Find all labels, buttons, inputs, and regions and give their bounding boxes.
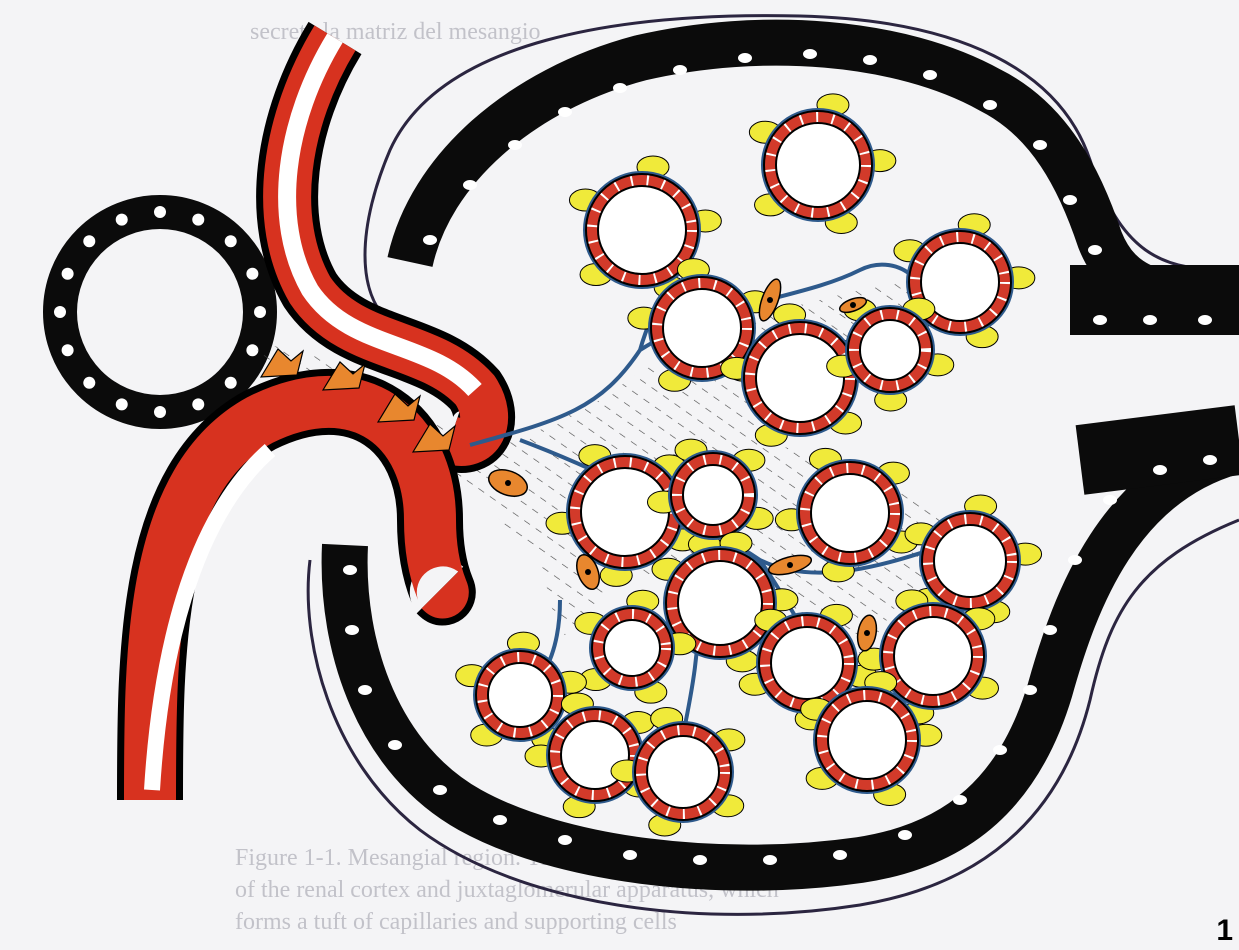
epithelial-nucleus bbox=[1203, 455, 1217, 465]
epithelial-nucleus bbox=[558, 835, 572, 845]
epithelial-nucleus bbox=[1143, 315, 1157, 325]
macula-densa-nucleus bbox=[83, 235, 95, 247]
epithelial-nucleus bbox=[1093, 315, 1107, 325]
macula-densa-nucleus bbox=[62, 344, 74, 356]
epithelial-nucleus bbox=[623, 850, 637, 860]
epithelial-nucleus bbox=[763, 855, 777, 865]
macula-densa-nucleus bbox=[83, 377, 95, 389]
macula-densa-nucleus bbox=[192, 214, 204, 226]
epithelial-nucleus bbox=[345, 625, 359, 635]
epithelial-nucleus bbox=[423, 235, 437, 245]
epithelial-nucleus bbox=[993, 745, 1007, 755]
epithelial-nucleus bbox=[1198, 315, 1212, 325]
epithelial-nucleus bbox=[388, 740, 402, 750]
epithelial-nucleus bbox=[983, 100, 997, 110]
mesangial-nucleus bbox=[767, 297, 773, 303]
epithelial-nucleus bbox=[433, 785, 447, 795]
epithelial-nucleus bbox=[508, 140, 522, 150]
mesangial-nucleus bbox=[787, 562, 793, 568]
macula-densa-nucleus bbox=[192, 398, 204, 410]
epithelial-nucleus bbox=[1063, 195, 1077, 205]
epithelial-nucleus bbox=[738, 53, 752, 63]
epithelial-nucleus bbox=[358, 685, 372, 695]
macula-densa-tubule bbox=[54, 206, 266, 418]
epithelial-nucleus bbox=[343, 565, 357, 575]
epithelial-nucleus bbox=[923, 70, 937, 80]
epithelial-nucleus bbox=[613, 83, 627, 93]
epithelial-nucleus bbox=[673, 65, 687, 75]
epithelial-nucleus bbox=[558, 107, 572, 117]
macula-densa-nucleus bbox=[254, 306, 266, 318]
epithelial-nucleus bbox=[1043, 625, 1057, 635]
macula-densa-nucleus bbox=[225, 235, 237, 247]
macula-densa-nucleus bbox=[154, 406, 166, 418]
epithelial-nucleus bbox=[1088, 245, 1102, 255]
mesangial-nucleus bbox=[864, 630, 870, 636]
macula-densa-nucleus bbox=[116, 214, 128, 226]
epithelial-nucleus bbox=[463, 180, 477, 190]
macula-densa-nucleus bbox=[154, 206, 166, 218]
epithelial-nucleus bbox=[493, 815, 507, 825]
epithelial-nucleus bbox=[898, 830, 912, 840]
epithelial-nucleus bbox=[1068, 555, 1082, 565]
macula-densa-nucleus bbox=[225, 377, 237, 389]
epithelial-nucleus bbox=[803, 49, 817, 59]
capillary-loop bbox=[749, 94, 895, 234]
figure-number: 1 bbox=[1216, 914, 1233, 948]
macula-densa-nucleus bbox=[116, 398, 128, 410]
mesangial-nucleus bbox=[850, 302, 856, 308]
mesangial-nucleus bbox=[585, 569, 591, 575]
epithelial-nucleus bbox=[1023, 685, 1037, 695]
macula-densa-nucleus bbox=[246, 268, 258, 280]
epithelial-nucleus bbox=[863, 55, 877, 65]
epithelial-nucleus bbox=[833, 850, 847, 860]
epithelial-nucleus bbox=[1153, 465, 1167, 475]
macula-densa-nucleus bbox=[54, 306, 66, 318]
epithelial-nucleus bbox=[1103, 495, 1117, 505]
epithelial-nucleus bbox=[953, 795, 967, 805]
macula-densa-nucleus bbox=[62, 268, 74, 280]
epithelial-nucleus bbox=[693, 855, 707, 865]
epithelial-nucleus bbox=[1033, 140, 1047, 150]
mesangial-nucleus bbox=[505, 480, 511, 486]
